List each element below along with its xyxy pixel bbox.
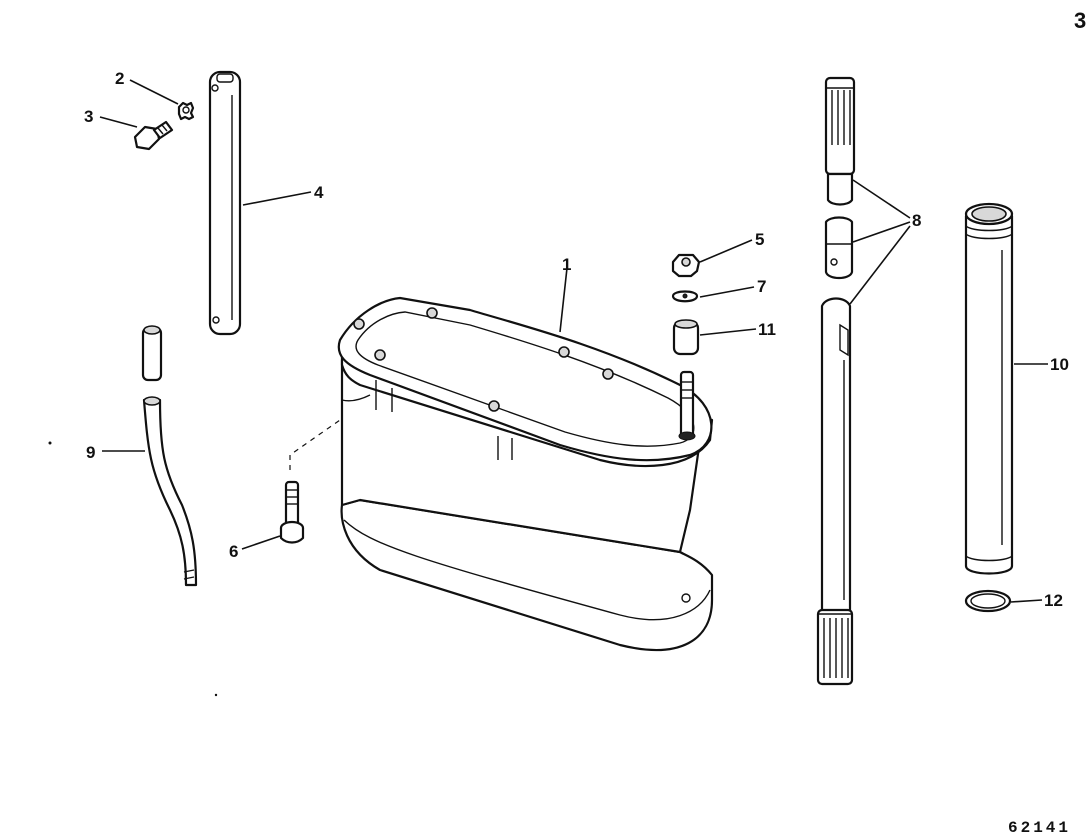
- leader-8c: [849, 225, 911, 305]
- callout-1: 1: [562, 255, 571, 274]
- part-10-tube: [964, 202, 1014, 575]
- callout-5: 5: [755, 230, 764, 249]
- leader-5: [699, 239, 753, 263]
- part-4-tube: [208, 70, 242, 336]
- figure-number: 62141: [1008, 819, 1071, 836]
- leader-lines: [99, 79, 1048, 603]
- callout-labels: 1 2 3 4 5 6 7 8 9 10 11 12: [84, 69, 1069, 610]
- leader-6: [241, 535, 281, 550]
- callout-2: 2: [115, 69, 124, 88]
- callout-11: 11: [758, 320, 776, 339]
- part-1-housing: [337, 296, 714, 652]
- leader-12: [1010, 599, 1043, 603]
- callout-12: 12: [1044, 591, 1063, 610]
- callout-10: 10: [1050, 355, 1069, 374]
- callout-8: 8: [912, 211, 921, 230]
- leader-1: [559, 267, 568, 333]
- leader-3: [99, 116, 138, 128]
- part-6-screw: [279, 480, 305, 544]
- scan-dot: [48, 441, 52, 445]
- part-12-oring: [964, 589, 1012, 613]
- part-11-spacer: [672, 319, 700, 356]
- callout-6: 6: [229, 542, 238, 561]
- leader-8a: [852, 179, 911, 219]
- leader-8b: [852, 221, 911, 243]
- part-8-driveshaft: [816, 76, 856, 686]
- part-5-nut: [671, 253, 701, 278]
- scan-dot: [214, 693, 218, 697]
- alignment-line: [289, 419, 341, 470]
- leader-7: [699, 286, 755, 298]
- part-9-pin-and-hose: [141, 325, 198, 587]
- callout-9: 9: [86, 443, 95, 462]
- callout-4: 4: [314, 183, 324, 202]
- part-2-lockwasher: [177, 101, 195, 121]
- callout-3: 3: [84, 107, 93, 126]
- part-3-bolt: [133, 120, 174, 151]
- leader-11: [699, 328, 757, 336]
- page-mark: 3: [1074, 8, 1086, 33]
- part-7-washer: [671, 290, 699, 303]
- leader-4: [242, 191, 312, 206]
- leader-2: [129, 79, 179, 105]
- callout-7: 7: [757, 277, 766, 296]
